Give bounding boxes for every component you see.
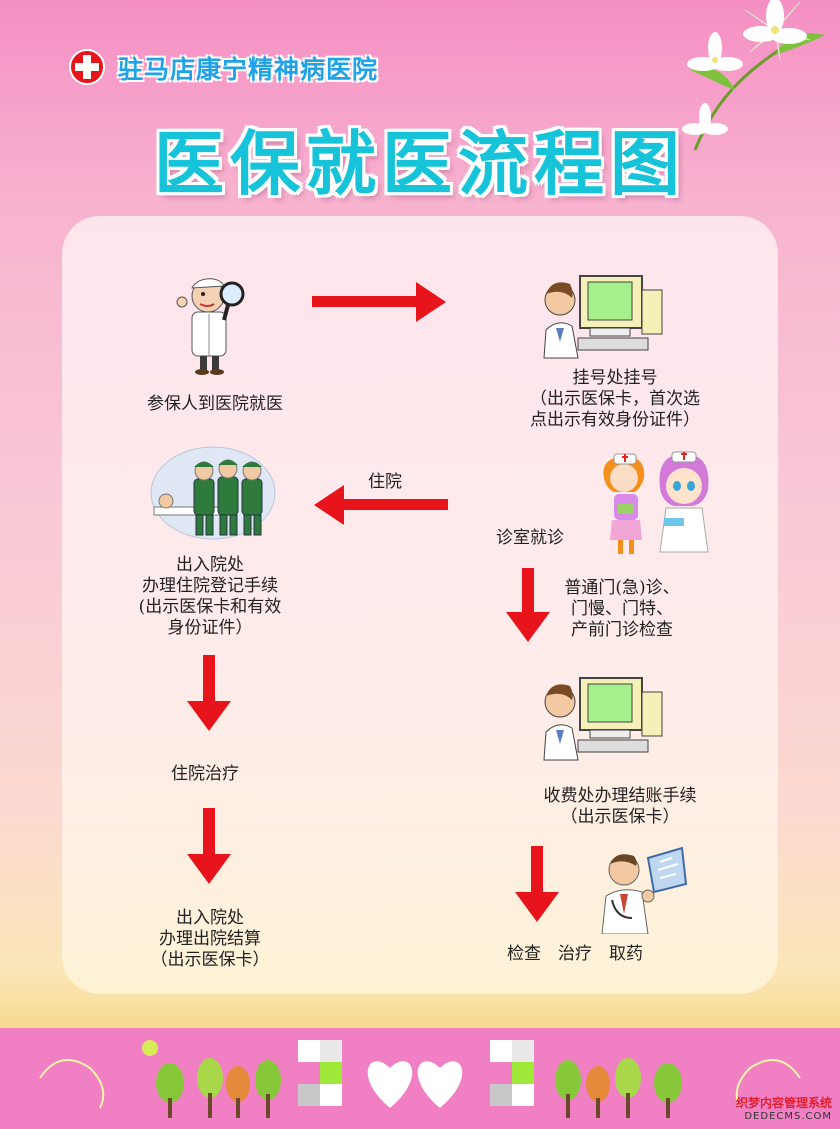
registration-clerk-icon xyxy=(543,275,663,359)
doctor-xray-icon xyxy=(601,846,688,934)
step-payment-line1: 收费处办理结账手续 xyxy=(543,786,697,806)
step-admission-line2: 办理住院登记手续 xyxy=(142,576,278,596)
step-discharge-label: 出入院处 办理出院结算 （出示医保卡） xyxy=(120,908,300,971)
step-admission-line3: (出示医保卡和有效 xyxy=(138,597,282,617)
step-admission-line4: 身份证件） xyxy=(167,618,253,638)
step-payment-line2: （出示医保卡） xyxy=(560,807,680,827)
step-register-line2: （出示医保卡，首次选 xyxy=(530,389,700,409)
page-title: 医保就医流程图 xyxy=(154,123,686,205)
step-discharge-line1: 出入院处 xyxy=(176,908,244,928)
payment-clerk-icon xyxy=(543,677,663,761)
doctor-magnifier-icon xyxy=(176,278,245,375)
watermark-line2: DEDECMS.COM xyxy=(744,1111,832,1122)
arrow-down-payment xyxy=(515,846,559,922)
watermark-line1: 织梦内容管理系统 xyxy=(735,1096,832,1110)
lily-flower-icon xyxy=(682,0,825,151)
hospitalize-label: 住院 xyxy=(368,472,402,492)
step-outpatient-label: 普通门(急)诊、 门慢、门特、 产前门诊检查 xyxy=(552,578,692,641)
red-cross-logo-icon xyxy=(69,49,105,85)
clinic-visit-label: 诊室就诊 xyxy=(496,528,564,548)
step-outpatient-line3: 产前门诊检查 xyxy=(571,620,673,640)
decorative-footer xyxy=(0,1028,840,1129)
step-register-line3: 点出示有效身份证件） xyxy=(530,410,700,430)
hospital-name: 驻马店康宁精神病医院 xyxy=(118,55,379,84)
watermark: 织梦内容管理系统 DEDECMS.COM xyxy=(736,1097,832,1123)
step-arrive-label: 参保人到医院就医 xyxy=(147,394,283,414)
step-discharge-line2: 办理出院结算 xyxy=(159,929,261,949)
step-register-label: 挂号处挂号 （出示医保卡，首次选 点出示有效身份证件） xyxy=(505,368,725,431)
step-discharge-line3: （出示医保卡） xyxy=(150,950,270,970)
step-payment-label: 收费处办理结账手续 （出示医保卡） xyxy=(510,786,730,828)
step-final-label: 检查 治疗 取药 xyxy=(507,944,643,964)
arrow-down-clinic xyxy=(506,568,550,642)
arrow-right xyxy=(312,282,446,322)
step-admission-label: 出入院处 办理住院登记手续 (出示医保卡和有效 身份证件） xyxy=(110,555,310,639)
arrow-down-treatment xyxy=(187,808,231,884)
step-register-line1: 挂号处挂号 xyxy=(572,368,658,388)
arrow-left-hospitalize xyxy=(314,485,448,525)
nurses-icon xyxy=(603,451,709,554)
step-outpatient-line2: 门慢、门特、 xyxy=(571,599,673,619)
step-treatment-label: 住院治疗 xyxy=(171,764,239,784)
stretcher-team-icon xyxy=(150,446,276,540)
arrow-down-admission xyxy=(187,655,231,731)
step-outpatient-line1: 普通门(急)诊、 xyxy=(564,578,680,598)
step-admission-line1: 出入院处 xyxy=(176,555,244,575)
